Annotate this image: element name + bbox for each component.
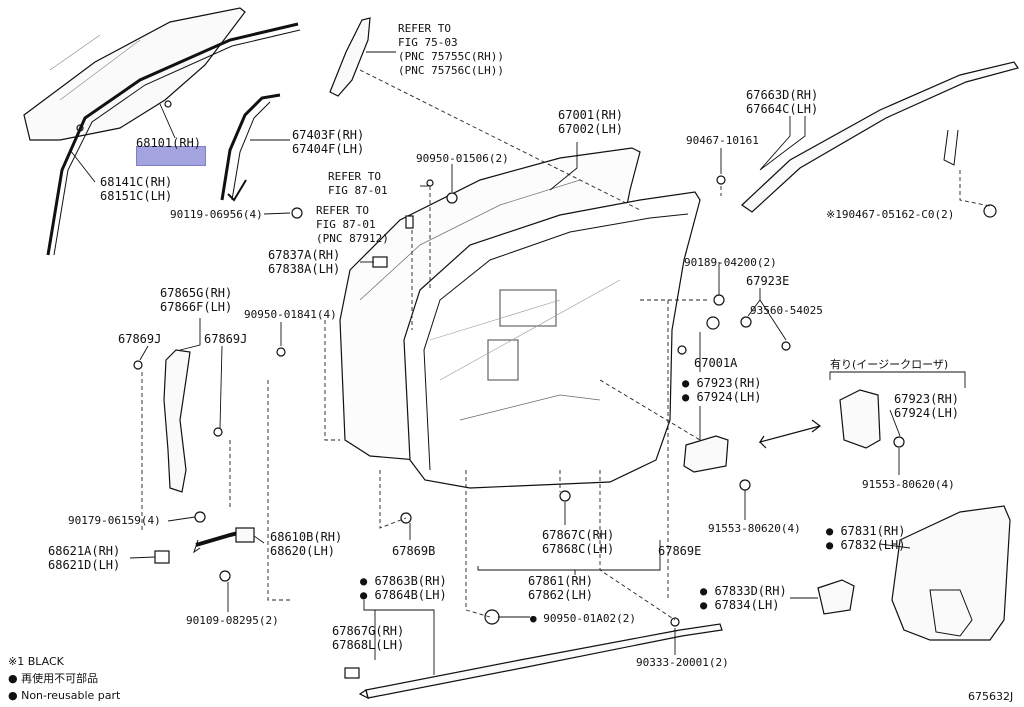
callout-67869j-right[interactable]: 67869J bbox=[204, 332, 248, 346]
plug-icon[interactable] bbox=[405, 215, 414, 229]
callout-90119[interactable]: 90119-06956(4) bbox=[170, 208, 263, 221]
callout-67869e[interactable]: 67869E bbox=[658, 544, 702, 558]
bolt-icon[interactable] bbox=[291, 207, 303, 219]
callout-90950-01506[interactable]: 90950-01506(2) bbox=[416, 152, 509, 165]
callout-67001a[interactable]: 67001A bbox=[694, 356, 738, 370]
callout-67863[interactable]: ● 67863B(RH) ● 67864B(LH) bbox=[360, 574, 447, 602]
clip-icon[interactable] bbox=[559, 490, 571, 502]
bolt-icon[interactable] bbox=[219, 570, 231, 582]
callout-190467-05162[interactable]: ※190467-05162-C0(2) bbox=[826, 208, 955, 221]
callout-67831[interactable]: ● 67831(RH) ● 67832(LH) bbox=[826, 524, 906, 552]
callout-93560-54025[interactable]: 93560-54025 bbox=[750, 304, 823, 317]
hinge-rail[interactable] bbox=[163, 349, 191, 493]
service-hole-cover[interactable] bbox=[817, 505, 1011, 641]
callout-90189-04200[interactable]: 90189-04200(2) bbox=[684, 256, 777, 269]
callout-67869b[interactable]: 67869B bbox=[392, 544, 436, 558]
pillar-garnish[interactable] bbox=[329, 17, 371, 97]
clip-icon[interactable] bbox=[670, 617, 680, 627]
clip-icon[interactable] bbox=[426, 179, 434, 187]
callout-90109-08295[interactable]: 90109-08295(2) bbox=[186, 614, 279, 627]
clip-icon[interactable] bbox=[213, 427, 223, 437]
bolt-icon[interactable] bbox=[893, 436, 905, 448]
easy-closer-label: 有り(イージークローザ) bbox=[830, 358, 949, 371]
legend-no-reuse-en: ● Non-reusable part bbox=[8, 689, 121, 702]
clip-icon[interactable] bbox=[276, 347, 286, 357]
clip-icon[interactable] bbox=[133, 360, 143, 370]
glass-run-channel[interactable] bbox=[46, 22, 301, 256]
easy-closer-assembly[interactable] bbox=[683, 389, 881, 473]
window-frame-sash[interactable] bbox=[220, 93, 281, 202]
door-glass[interactable] bbox=[23, 7, 246, 141]
refer-fig-75-03[interactable]: REFER TO FIG 75-03 (PNC 75755C(RH)) (PNC… bbox=[398, 22, 504, 77]
callout-90950-01841[interactable]: 90950-01841(4) bbox=[244, 308, 337, 321]
roof-weatherstrip[interactable] bbox=[741, 61, 1019, 213]
nut-icon[interactable] bbox=[713, 294, 725, 306]
callout-67923-closer[interactable]: ● 67923(RH) ● 67924(LH) bbox=[682, 376, 762, 404]
bolt-icon[interactable] bbox=[781, 341, 791, 351]
highlight-marker bbox=[136, 146, 206, 166]
callout-91553[interactable]: 91553-80620(4) bbox=[708, 522, 801, 535]
bolt-icon[interactable] bbox=[739, 479, 751, 491]
callout-67837[interactable]: 67837A(RH) 67838A(LH) bbox=[268, 248, 341, 276]
nut-icon[interactable] bbox=[740, 316, 752, 328]
clip-icon[interactable] bbox=[446, 192, 458, 204]
callout-67861[interactable]: 67861(RH) 67862(LH) bbox=[528, 574, 594, 602]
callout-67923-easy[interactable]: 67923(RH) 67924(LH) bbox=[894, 392, 960, 420]
legend-black: ※1 BLACK bbox=[8, 655, 64, 668]
callout-68621[interactable]: 68621A(RH) 68621D(LH) bbox=[48, 544, 121, 572]
legend-no-reuse-jp: ● 再使用不可部品 bbox=[8, 672, 99, 685]
clip-icon[interactable] bbox=[677, 345, 687, 355]
callout-91553-easy[interactable]: 91553-80620(4) bbox=[862, 478, 955, 491]
callout-68141[interactable]: 68141C(RH) 68151C(LH) bbox=[100, 175, 173, 203]
callout-67001[interactable]: 67001(RH) 67002(LH) bbox=[558, 108, 624, 136]
callout-90467-10161[interactable]: 90467-10161 bbox=[686, 134, 759, 147]
reference-lines bbox=[141, 69, 991, 621]
refer-fig-87-01-b[interactable]: REFER TO FIG 87-01 (PNC 87912) bbox=[316, 204, 389, 245]
figure-id: 675632J bbox=[968, 690, 1014, 703]
clip-icon[interactable] bbox=[344, 667, 360, 679]
callout-67867c[interactable]: 67867C(RH) 67868C(LH) bbox=[542, 528, 615, 556]
pad-icon[interactable] bbox=[372, 256, 388, 268]
bolt-icon[interactable] bbox=[194, 511, 206, 523]
clip-icon[interactable] bbox=[983, 204, 997, 218]
callout-67867g[interactable]: 67867G(RH) 67868L(LH) bbox=[332, 624, 405, 652]
pad-icon[interactable] bbox=[154, 550, 170, 564]
callout-67923e[interactable]: 67923E bbox=[746, 274, 790, 288]
callout-68101[interactable]: 68101(RH) bbox=[136, 136, 202, 150]
callout-67663[interactable]: 67663D(RH) 67664C(LH) bbox=[746, 88, 819, 116]
clip-icon[interactable] bbox=[706, 316, 720, 330]
callout-67403[interactable]: 67403F(RH) 67404F(LH) bbox=[292, 128, 365, 156]
door-check[interactable] bbox=[193, 527, 255, 554]
callout-68610[interactable]: 68610B(RH) 68620(LH) bbox=[270, 530, 343, 558]
callout-90950-01a02[interactable]: ● 90950-01A02(2) bbox=[530, 612, 636, 625]
clip-icon[interactable] bbox=[484, 609, 500, 625]
callout-67865[interactable]: 67865G(RH) 67866F(LH) bbox=[160, 286, 233, 314]
callout-90179-06159[interactable]: 90179-06159(4) bbox=[68, 514, 161, 527]
refer-fig-87-01-a[interactable]: REFER TO FIG 87-01 bbox=[328, 170, 388, 197]
callout-67869j-left[interactable]: 67869J bbox=[118, 332, 162, 346]
callout-67833[interactable]: ● 67833D(RH) ● 67834(LH) bbox=[700, 584, 787, 612]
door-inner-frame[interactable] bbox=[403, 191, 701, 489]
leader-lines bbox=[69, 51, 966, 675]
belt-moulding[interactable] bbox=[358, 623, 723, 700]
screw-icon[interactable] bbox=[716, 175, 726, 185]
callout-90333-20001[interactable]: 90333-20001(2) bbox=[636, 656, 729, 669]
